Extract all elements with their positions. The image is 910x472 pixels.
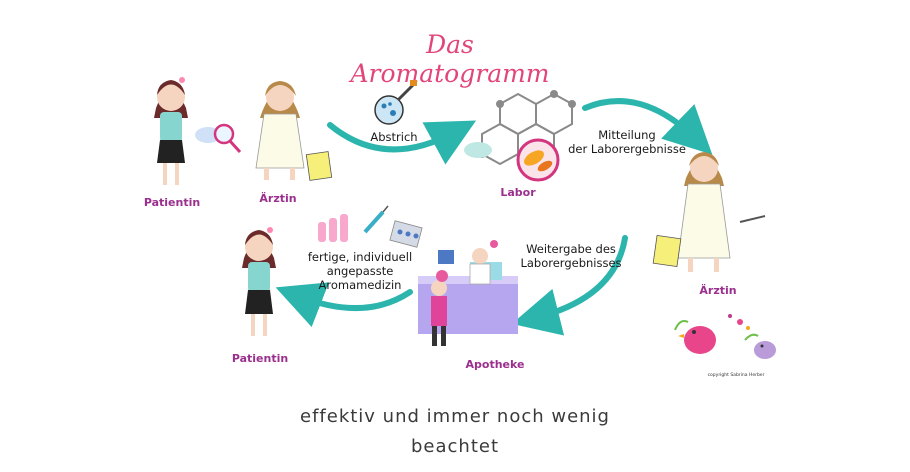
label-patientin-bottom: Patientin (231, 352, 289, 365)
microscope-cell-icon (516, 138, 560, 182)
apotheke-illustration (418, 240, 518, 346)
label-aerztin-top: Ärztin (259, 192, 297, 205)
label-apotheke: Apotheke (465, 358, 525, 371)
label-mitteilung: Mitteilung der Laborergebnisse (568, 128, 686, 156)
label-aromamedizin-line3: Aromamedizin (318, 278, 402, 292)
arrow-aerztin-to-labor (327, 120, 477, 165)
label-labor: Labor (500, 186, 536, 199)
magnifier-icon (195, 123, 242, 154)
label-mitteilung-line2: der Laborergebnisse (568, 142, 686, 156)
label-mitteilung-line1: Mitteilung (598, 128, 656, 142)
label-aerztin-right: Ärztin (699, 284, 737, 297)
aerztin-figure-right (652, 152, 766, 272)
label-abstrich: Abstrich (370, 130, 418, 144)
arrow-apotheke-to-patientin (275, 282, 413, 328)
petri-dish-icon (374, 80, 417, 125)
label-aromamedizin-line1: fertige, individuell (307, 250, 413, 264)
label-aromamedizin: fertige, individuell angepasste Aromamed… (306, 250, 414, 292)
blister-pack-icon (389, 220, 423, 248)
copyright-text: copyright Sabrina Herber (707, 373, 765, 378)
diagram-title: Das Aromatogramm (350, 30, 550, 88)
label-aromamedizin-line2: angepasste (326, 264, 394, 278)
patientin-figure-top (154, 77, 188, 185)
patientin-figure-bottom (242, 227, 276, 336)
caption-line1: effektiv und immer noch wenig (300, 406, 610, 427)
birds-logo-icon (674, 314, 776, 359)
arrow-aerztin-to-apotheke (511, 235, 628, 336)
label-weitergabe-line1: Weitergabe des (526, 242, 616, 256)
label-weitergabe-line2: Laborergebnisses (520, 256, 622, 270)
arrow-labor-to-aerztin (582, 98, 713, 155)
label-weitergabe: Weitergabe des Laborergebnisses (515, 242, 627, 270)
ampoules-icon (318, 214, 348, 242)
label-patientin-top: Patientin (143, 196, 201, 209)
syringe-icon (363, 205, 389, 234)
labor-blob-icon (464, 142, 492, 158)
caption-line2: beachtet (410, 436, 500, 457)
aerztin-figure-top (255, 81, 333, 181)
